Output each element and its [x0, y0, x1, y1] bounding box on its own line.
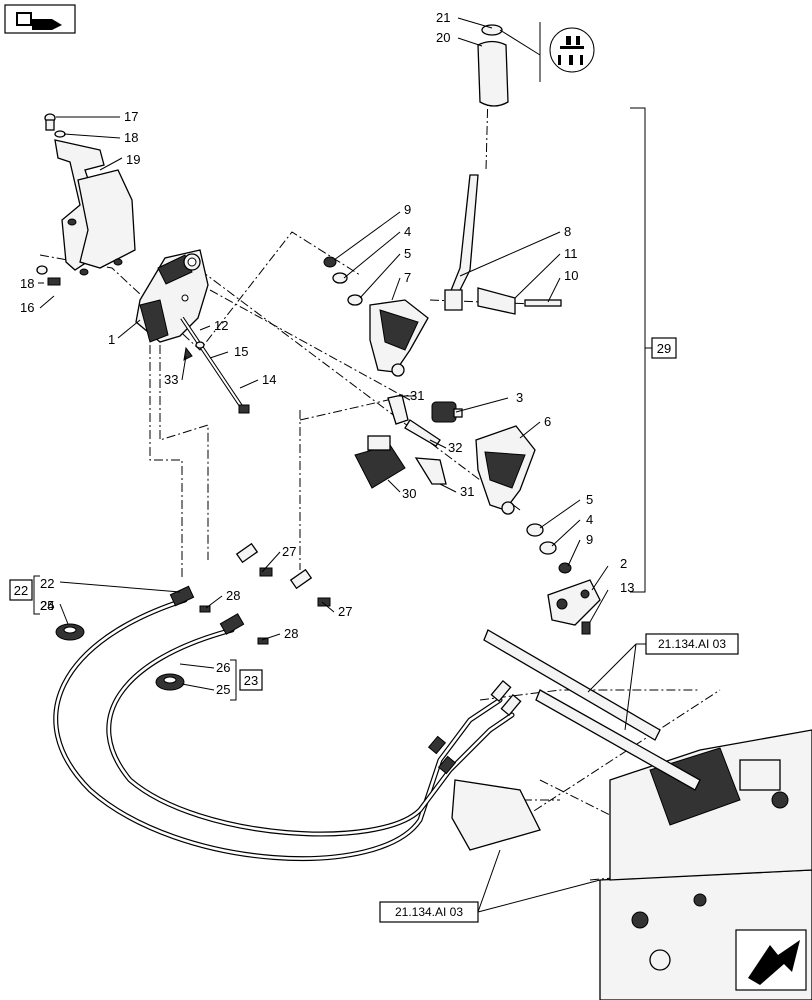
cable-24	[53, 597, 503, 861]
pin-10	[477, 287, 562, 315]
svg-text:24: 24	[40, 598, 54, 613]
shift-rails	[451, 629, 701, 851]
svg-text:17: 17	[124, 109, 138, 124]
svg-text:22: 22	[14, 583, 28, 598]
svg-text:20: 20	[436, 30, 450, 45]
washers-upper	[323, 256, 363, 306]
svg-text:23: 23	[244, 673, 258, 688]
svg-text:13: 13	[620, 580, 634, 595]
cable-fittings	[169, 542, 522, 775]
svg-text:27: 27	[338, 604, 352, 619]
svg-text:4: 4	[404, 224, 411, 239]
svg-text:26: 26	[216, 660, 230, 675]
gear-shift-pattern-icon	[539, 22, 595, 82]
svg-text:33: 33	[164, 372, 178, 387]
rod-14	[180, 316, 250, 414]
grommet-25	[55, 623, 185, 691]
bracket-29: 29	[630, 107, 677, 593]
svg-text:25: 25	[216, 682, 230, 697]
svg-text:29: 29	[657, 341, 671, 356]
cable-26	[106, 627, 515, 837]
svg-text:21.134.AI 03: 21.134.AI 03	[395, 905, 463, 919]
bracket-2	[547, 579, 601, 635]
reference-box-lower[interactable]: 21.134.AI 03	[379, 849, 601, 923]
svg-text:30: 30	[402, 486, 416, 501]
svg-text:18: 18	[20, 276, 34, 291]
svg-text:6: 6	[544, 414, 551, 429]
svg-text:21.134.AI 03: 21.134.AI 03	[658, 637, 726, 651]
svg-text:19: 19	[126, 152, 140, 167]
washers-lower	[526, 523, 572, 574]
svg-text:15: 15	[234, 344, 248, 359]
svg-text:2: 2	[620, 556, 627, 571]
svg-text:31: 31	[460, 484, 474, 499]
svg-text:9: 9	[404, 202, 411, 217]
svg-text:1: 1	[108, 332, 115, 347]
svg-text:9: 9	[586, 532, 593, 547]
svg-text:11: 11	[564, 246, 578, 261]
switch-3	[404, 401, 463, 447]
svg-text:18: 18	[124, 130, 138, 145]
svg-text:5: 5	[404, 246, 411, 261]
sensor-30	[354, 435, 406, 489]
svg-text:5: 5	[586, 492, 593, 507]
assembly-lines	[39, 91, 721, 881]
shift-lever-8	[444, 24, 509, 311]
svg-text:27: 27	[282, 544, 296, 559]
arm-31	[387, 394, 447, 485]
bolt-16	[36, 265, 61, 286]
bracket-19	[44, 113, 136, 276]
svg-text:7: 7	[404, 270, 411, 285]
svg-text:31: 31	[410, 388, 424, 403]
svg-text:10: 10	[564, 268, 578, 283]
bracket-22: 22	[9, 575, 40, 615]
reference-box-upper[interactable]: 21.134.AI 03	[587, 633, 739, 731]
svg-text:28: 28	[226, 588, 240, 603]
callout-labels: 1 2 3 4 4 5 5 6 7 8 9 9 10 11 12 13 14 1…	[20, 10, 634, 697]
svg-text:14: 14	[262, 372, 276, 387]
svg-text:16: 16	[20, 300, 34, 315]
svg-text:22: 22	[40, 576, 54, 591]
housing-1	[135, 249, 209, 343]
svg-text:28: 28	[284, 626, 298, 641]
svg-text:3: 3	[516, 390, 523, 405]
svg-text:12: 12	[214, 318, 228, 333]
svg-text:4: 4	[586, 512, 593, 527]
book-reference-icon[interactable]	[4, 4, 76, 34]
svg-text:25: 25	[40, 598, 54, 613]
svg-text:32: 32	[448, 440, 462, 455]
svg-text:21: 21	[436, 10, 450, 25]
gate-7	[369, 299, 429, 377]
svg-text:8: 8	[564, 224, 571, 239]
next-page-arrow-icon[interactable]	[735, 929, 807, 991]
bracket-23: 23	[230, 659, 263, 701]
leader-lines	[38, 17, 609, 691]
gate-6	[475, 425, 536, 515]
